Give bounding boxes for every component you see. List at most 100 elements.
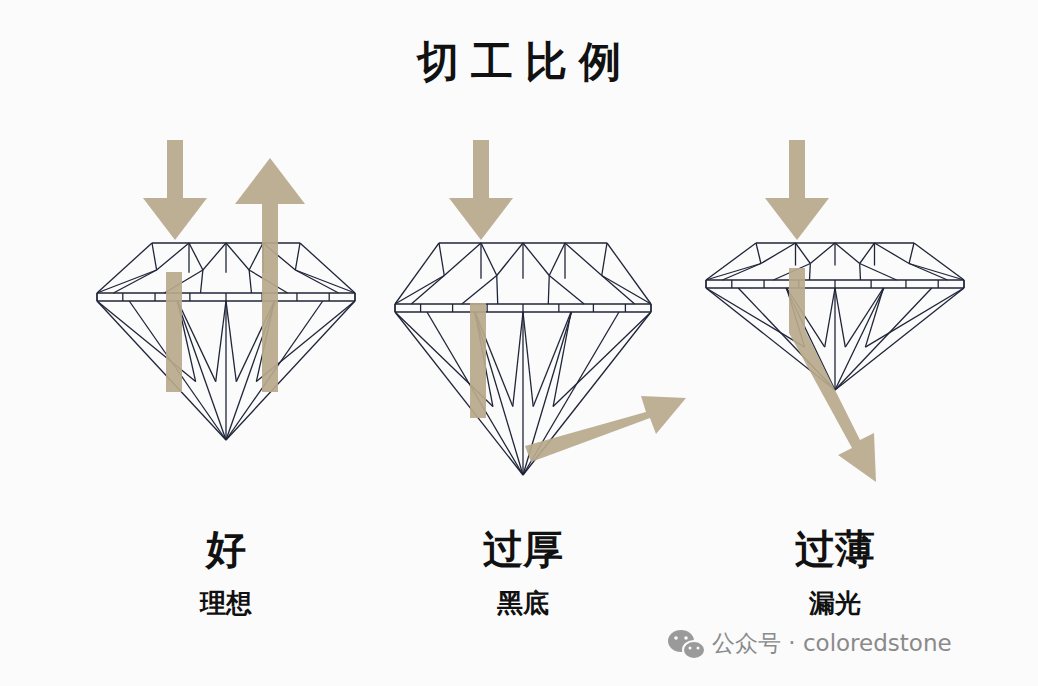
facet-line bbox=[300, 243, 355, 293]
facet-line bbox=[914, 243, 964, 280]
facet-line bbox=[226, 301, 236, 382]
facet-line bbox=[113, 270, 156, 293]
effect-label: 理想 bbox=[200, 586, 252, 621]
facet-line bbox=[225, 293, 226, 301]
facet-line bbox=[513, 312, 523, 407]
facet-line bbox=[909, 264, 964, 281]
facet-line bbox=[834, 243, 835, 266]
facet-line bbox=[225, 243, 226, 273]
facet-line bbox=[722, 264, 760, 281]
facet-line bbox=[553, 312, 651, 407]
facet-line bbox=[97, 270, 157, 293]
verdict-label: 好 bbox=[206, 522, 246, 577]
facet-line bbox=[295, 270, 355, 293]
facet-line bbox=[329, 293, 330, 301]
facet-line bbox=[296, 293, 297, 301]
facet-line bbox=[189, 293, 190, 301]
facet-line bbox=[96, 293, 97, 301]
facet-line bbox=[875, 243, 910, 264]
facet-line bbox=[835, 288, 884, 390]
facet-line bbox=[96, 293, 97, 301]
light-arrows bbox=[143, 140, 876, 482]
facet-line bbox=[756, 243, 761, 264]
facet-line bbox=[834, 280, 835, 288]
facet-line bbox=[905, 280, 906, 288]
watermark: 公众号 · coloredstone bbox=[712, 628, 952, 659]
facet-line bbox=[963, 280, 964, 288]
facet-line bbox=[810, 243, 835, 264]
facet-line bbox=[845, 288, 883, 347]
facet-line bbox=[558, 304, 559, 312]
facet-line bbox=[452, 304, 453, 312]
facet-line bbox=[395, 276, 444, 305]
facet-line bbox=[874, 243, 875, 266]
facet-line bbox=[216, 301, 226, 382]
facet-line bbox=[394, 304, 395, 312]
facet-line bbox=[354, 293, 355, 301]
facet-line bbox=[497, 243, 523, 276]
facet-line bbox=[522, 304, 523, 312]
facet-line bbox=[295, 243, 300, 270]
facet-line bbox=[705, 280, 706, 288]
facet-line bbox=[963, 280, 964, 288]
facet-line bbox=[522, 312, 523, 475]
facet-line bbox=[834, 288, 835, 390]
facet-line bbox=[462, 276, 497, 305]
facet-line bbox=[226, 243, 249, 270]
facet-line bbox=[564, 243, 565, 279]
facet-line bbox=[860, 264, 897, 281]
facet-line bbox=[420, 304, 421, 312]
facet-line bbox=[835, 243, 860, 264]
facet-line bbox=[225, 301, 226, 440]
facet-line bbox=[354, 293, 355, 301]
facet-line bbox=[533, 312, 571, 407]
facet-line bbox=[548, 276, 550, 305]
facet-line bbox=[835, 288, 932, 390]
facet-line bbox=[835, 288, 845, 347]
facet-line bbox=[97, 301, 226, 440]
facet-line bbox=[705, 280, 706, 288]
facet-line bbox=[480, 243, 481, 279]
facet-line bbox=[549, 243, 565, 276]
facet-line bbox=[938, 280, 939, 288]
facet-line bbox=[650, 304, 651, 312]
verdict-label: 过薄 bbox=[795, 522, 875, 577]
facet-line bbox=[607, 243, 651, 304]
facet-line bbox=[122, 293, 123, 301]
facet-line bbox=[203, 243, 226, 270]
facet-line bbox=[439, 243, 444, 276]
facet-line bbox=[97, 243, 152, 293]
facet-line bbox=[523, 312, 533, 407]
facet-line bbox=[865, 288, 964, 347]
title: 切工比例 bbox=[417, 34, 633, 90]
wechat-icon bbox=[668, 630, 705, 659]
facet-line bbox=[522, 243, 523, 279]
facet-line bbox=[731, 280, 732, 288]
facet-line bbox=[411, 276, 444, 305]
facet-line bbox=[496, 276, 498, 305]
facet-line bbox=[706, 264, 761, 281]
facet-line bbox=[249, 243, 263, 270]
facet-line bbox=[188, 243, 189, 273]
facet-line bbox=[835, 288, 964, 390]
facet-line bbox=[178, 301, 216, 382]
facet-line bbox=[860, 243, 875, 264]
facet-line bbox=[763, 280, 764, 288]
facet-line bbox=[177, 301, 226, 440]
facet-line bbox=[825, 288, 835, 347]
facet-line bbox=[201, 270, 203, 293]
facet-line bbox=[444, 243, 481, 276]
facet-line bbox=[295, 270, 338, 293]
verdict-label: 过厚 bbox=[483, 522, 563, 577]
facet-line bbox=[395, 243, 439, 304]
effect-label: 漏光 bbox=[809, 586, 861, 621]
facet-line bbox=[395, 312, 523, 475]
facet-line bbox=[226, 301, 355, 440]
facet-line bbox=[809, 264, 811, 281]
facet-line bbox=[565, 243, 602, 276]
facet-line bbox=[909, 264, 947, 281]
facet-line bbox=[487, 304, 488, 312]
facet-line bbox=[189, 243, 203, 270]
facet-line bbox=[249, 270, 251, 293]
facet-line bbox=[859, 264, 861, 281]
